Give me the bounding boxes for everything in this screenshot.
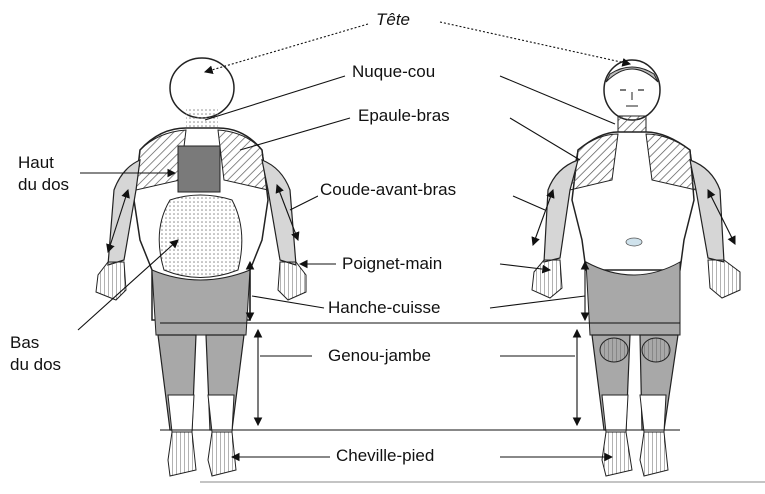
label-haut-du-dos: Haut du dos	[16, 152, 71, 196]
front-shin-right	[640, 395, 666, 432]
back-hand-right	[278, 262, 306, 300]
leader-tete-back	[205, 24, 368, 72]
leader-epaule-back	[240, 118, 350, 150]
front-hand-right	[708, 260, 740, 298]
back-upper-back-area	[178, 146, 220, 192]
label-coude-avant-bras: Coude-avant-bras	[318, 180, 458, 200]
front-shin-left	[602, 395, 628, 432]
label-nuque-cou: Nuque-cou	[350, 62, 437, 82]
front-figure	[532, 60, 740, 476]
label-hanche-cuisse: Hanche-cuisse	[326, 298, 442, 318]
back-figure	[96, 58, 306, 476]
front-navel	[626, 238, 642, 246]
back-hand-left	[96, 262, 126, 300]
front-knee-left	[600, 338, 628, 362]
leader-tete-front	[440, 22, 630, 64]
leader-nuque-front	[500, 76, 615, 124]
label-genou-jambe: Genou-jambe	[326, 346, 433, 366]
leader-hanche-front	[490, 296, 585, 308]
back-foot-right	[208, 432, 236, 476]
leader-coude-back	[290, 196, 318, 210]
front-knee-right	[642, 338, 670, 362]
back-calf-right	[208, 395, 234, 432]
label-tete: Tête	[374, 10, 412, 30]
leader-epaule-front	[510, 118, 580, 160]
front-arm-left	[544, 160, 578, 262]
front-hand-left	[532, 260, 562, 298]
back-foot-left	[168, 432, 196, 476]
front-foot-left	[602, 432, 632, 476]
back-lower-back-area	[159, 195, 242, 278]
back-calf-left	[168, 395, 194, 432]
back-hips	[152, 270, 250, 335]
front-foot-right	[640, 432, 668, 476]
back-arm-right	[262, 160, 296, 265]
back-neck	[186, 108, 218, 130]
label-poignet-main: Poignet-main	[340, 254, 444, 274]
label-bas-du-dos: Bas du dos	[8, 332, 63, 376]
leader-coude-front	[513, 196, 545, 210]
label-epaule-bras: Epaule-bras	[356, 106, 452, 126]
label-cheville-pied: Cheville-pied	[334, 446, 436, 466]
front-hips	[586, 262, 680, 335]
